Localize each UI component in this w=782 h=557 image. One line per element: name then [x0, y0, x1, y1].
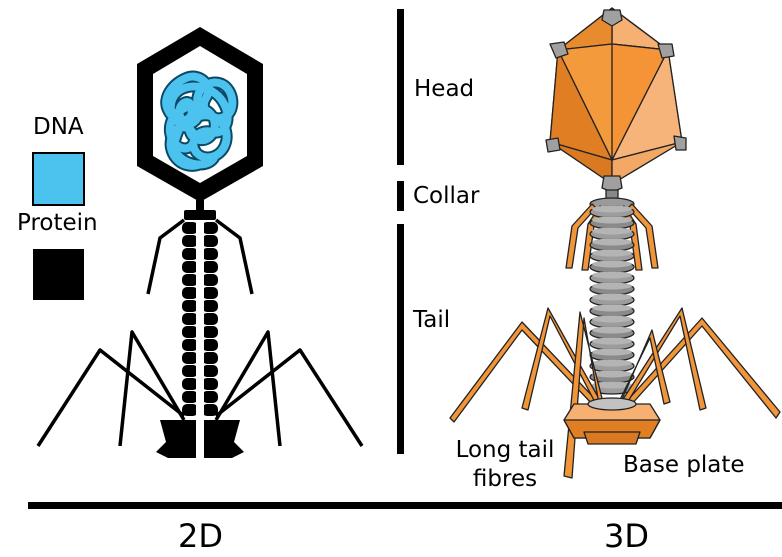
- sheath-ring-2d: [182, 274, 198, 286]
- head-bar: [397, 9, 404, 165]
- long-tail-fibres-label: Long tail fibres: [448, 439, 562, 491]
- phage-3d: [450, 8, 780, 478]
- sheath-ring-2d: [182, 339, 198, 351]
- sheath-ring-highlight-3d: [592, 294, 632, 301]
- sheath-ring-2d: [202, 352, 218, 364]
- collar-label: Collar: [413, 185, 479, 208]
- sheath-ring-2d: [202, 300, 218, 312]
- sheath-ring-2d: [202, 339, 218, 351]
- sheath-ring-highlight-3d: [592, 305, 632, 312]
- legend-protein-swatch: [33, 249, 84, 300]
- sheath-ring-highlight-3d: [592, 239, 632, 246]
- sheath-ring-2d: [182, 391, 198, 403]
- sheath-ring-highlight-3d: [592, 327, 632, 334]
- panel-3d-label: 3D: [604, 520, 649, 552]
- sheath-ring-2d: [182, 365, 198, 377]
- tail-label: Tail: [413, 309, 450, 332]
- sheath-ring-2d: [202, 261, 218, 273]
- sheath-ring-highlight-3d: [592, 261, 632, 268]
- sheath-ring-2d: [182, 287, 198, 299]
- sheath-ring-2d: [182, 222, 198, 234]
- sheath-ring-2d: [202, 287, 218, 299]
- sheath-ring-highlight-3d: [592, 250, 632, 257]
- sheath-ring-highlight-3d: [592, 360, 632, 367]
- long-tail-fibres-line2: fibres: [448, 468, 562, 491]
- sheath-ring-highlight-3d: [592, 272, 632, 279]
- sheath-ring-highlight-3d: [592, 283, 632, 290]
- panel-2d-label: 2D: [178, 520, 223, 552]
- sheath-ring-highlight-3d: [592, 316, 632, 323]
- sheath-ring-2d: [202, 365, 218, 377]
- base-plate-label: Base plate: [623, 454, 745, 477]
- base-plate-2d-gap: [196, 410, 204, 462]
- sheath-ring-highlight-3d: [592, 217, 632, 224]
- phage-2d: [38, 27, 362, 462]
- baseline-bar: [28, 502, 782, 509]
- sheath-ring-2d: [182, 313, 198, 325]
- sheath-ring-2d: [182, 326, 198, 338]
- sheath-ring-2d: [202, 248, 218, 260]
- head-label: Head: [414, 78, 474, 101]
- sheath-ring-2d: [182, 352, 198, 364]
- section-bars: [397, 9, 404, 454]
- sheath-ring-highlight-3d: [592, 349, 632, 356]
- legend-dna-label: DNA: [33, 116, 84, 139]
- dna-coil-2d: [166, 77, 232, 166]
- sheath-ring-highlight-3d: [592, 206, 632, 213]
- sheath-ring-2d: [202, 391, 218, 403]
- head-3d: [546, 8, 686, 192]
- sheath-ring-highlight-3d: [592, 228, 632, 235]
- sheath-ring-2d: [202, 326, 218, 338]
- sheath-ring-2d: [202, 274, 218, 286]
- collar-bar: [397, 181, 404, 211]
- long-tail-fibres-line1: Long tail: [448, 439, 562, 462]
- sheath-ring-2d: [182, 378, 198, 390]
- sheath-ring-highlight-3d: [592, 371, 632, 378]
- sheath-ring-2d: [202, 378, 218, 390]
- legend-dna-swatch: [33, 153, 84, 205]
- tail-sheath-3d: [590, 206, 634, 395]
- sheath-ring-2d: [202, 235, 218, 247]
- sheath-ring-2d: [182, 248, 198, 260]
- sheath-ring-2d: [182, 261, 198, 273]
- sheath-ring-highlight-3d: [592, 338, 632, 345]
- base-plate-3d: [564, 398, 660, 444]
- collar-2d-plate: [184, 210, 216, 220]
- tail-bar: [397, 224, 404, 454]
- sheath-ring-2d: [182, 235, 198, 247]
- sheath-ring-2d: [202, 313, 218, 325]
- legend-protein-label: Protein: [17, 212, 98, 235]
- sheath-ring-2d: [182, 300, 198, 312]
- sheath-ring-2d: [202, 222, 218, 234]
